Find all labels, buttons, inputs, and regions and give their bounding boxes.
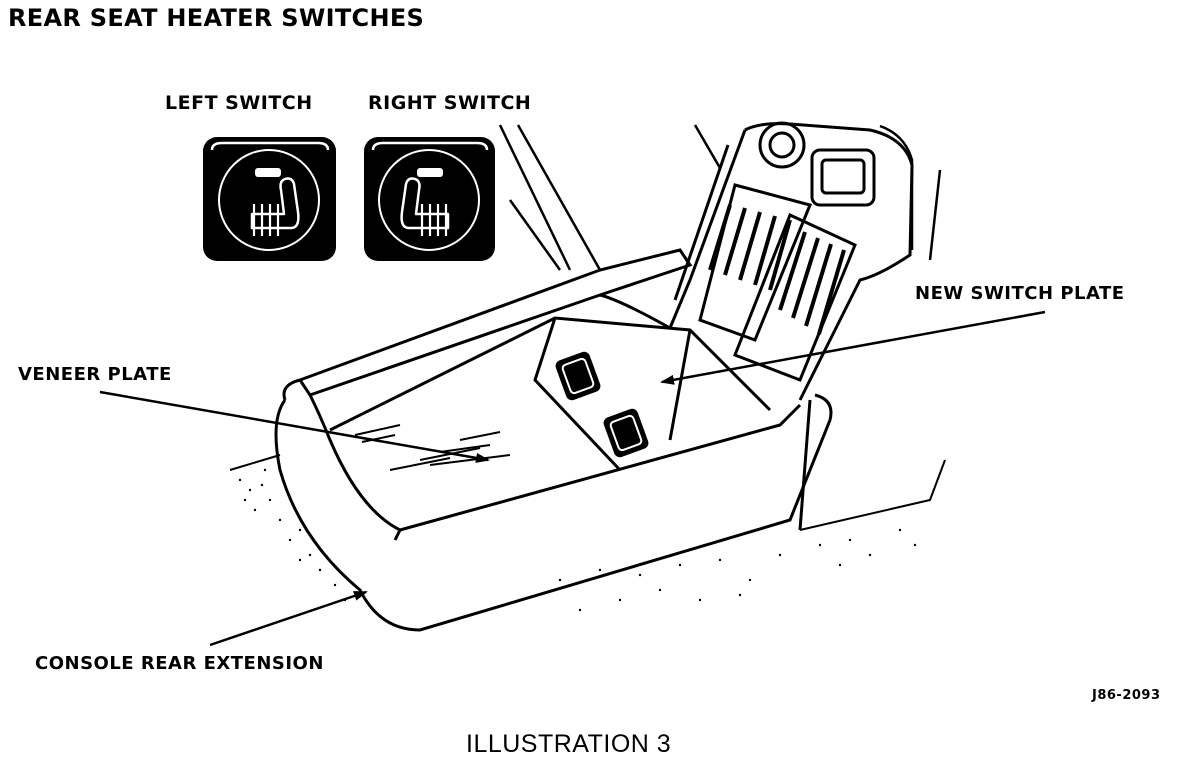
left-seat-heater-switch-icon xyxy=(203,137,336,261)
console-rear-extension-arrow xyxy=(209,590,368,647)
page-title: REAR SEAT HEATER SWITCHES xyxy=(8,4,425,32)
veneer-plate-label: VENEER PLATE xyxy=(18,364,172,385)
console-rear-extension xyxy=(274,248,833,632)
background-structure xyxy=(498,124,942,271)
veneer-plate-arrow xyxy=(99,390,490,463)
right-seat-heater-switch-icon xyxy=(364,137,495,261)
leader-arrows xyxy=(99,310,1046,647)
mounted-switches xyxy=(555,351,649,458)
right-switch-label: RIGHT SWITCH xyxy=(368,92,532,114)
console-panel xyxy=(668,121,914,401)
new-switch-plate-label: NEW SWITCH PLATE xyxy=(915,283,1125,304)
console-rear-extension-label: CONSOLE REAR EXTENSION xyxy=(35,653,324,674)
new-switch-plate-arrow xyxy=(660,310,1046,385)
floor-stipple xyxy=(229,454,946,612)
left-switch-label: LEFT SWITCH xyxy=(165,92,313,114)
illustration-caption: ILLUSTRATION 3 xyxy=(466,730,672,758)
veneer-texture xyxy=(354,424,511,471)
part-number: J86-2093 xyxy=(1092,688,1161,703)
